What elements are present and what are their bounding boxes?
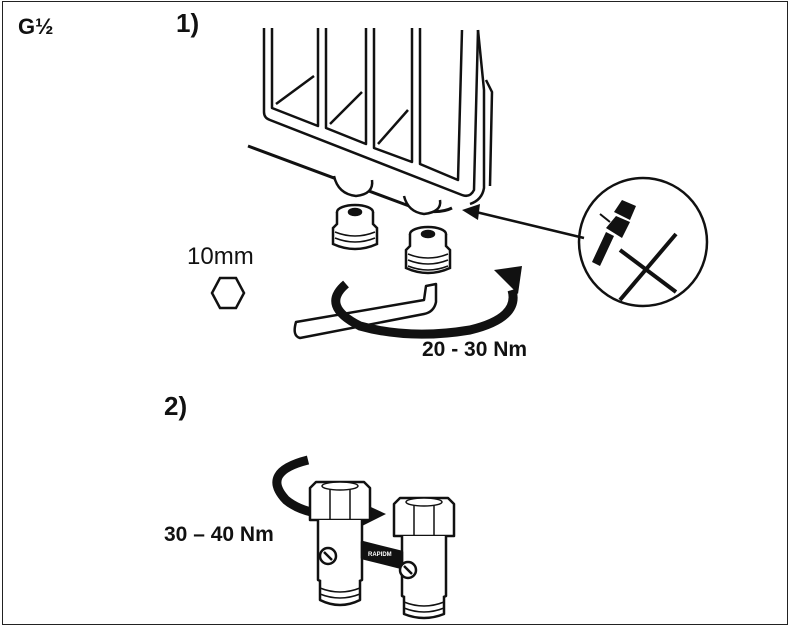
nipple-right-illustration [404,225,452,275]
wrench-size-label: 10mm [187,243,254,270]
valve-body-illustration [308,480,456,620]
pointer-arrow-icon [462,204,585,240]
rotation-arrow-1-icon [331,266,522,339]
thread-size-label: G½ [18,14,54,39]
hexagon-icon [210,276,246,310]
torque-step-1-label: 20 - 30 Nm [422,338,528,361]
nipple-left-illustration [331,203,379,251]
hex-key-illustration [293,282,438,340]
step-1-number: 1) [176,8,200,38]
radiator-illustration [247,28,494,216]
valve-brand-label: RAPIDM [368,552,392,558]
torque-step-2-label: 30 – 40 Nm [164,523,274,546]
no-sealant-icon [577,176,709,308]
step-2-number: 2) [164,391,188,421]
